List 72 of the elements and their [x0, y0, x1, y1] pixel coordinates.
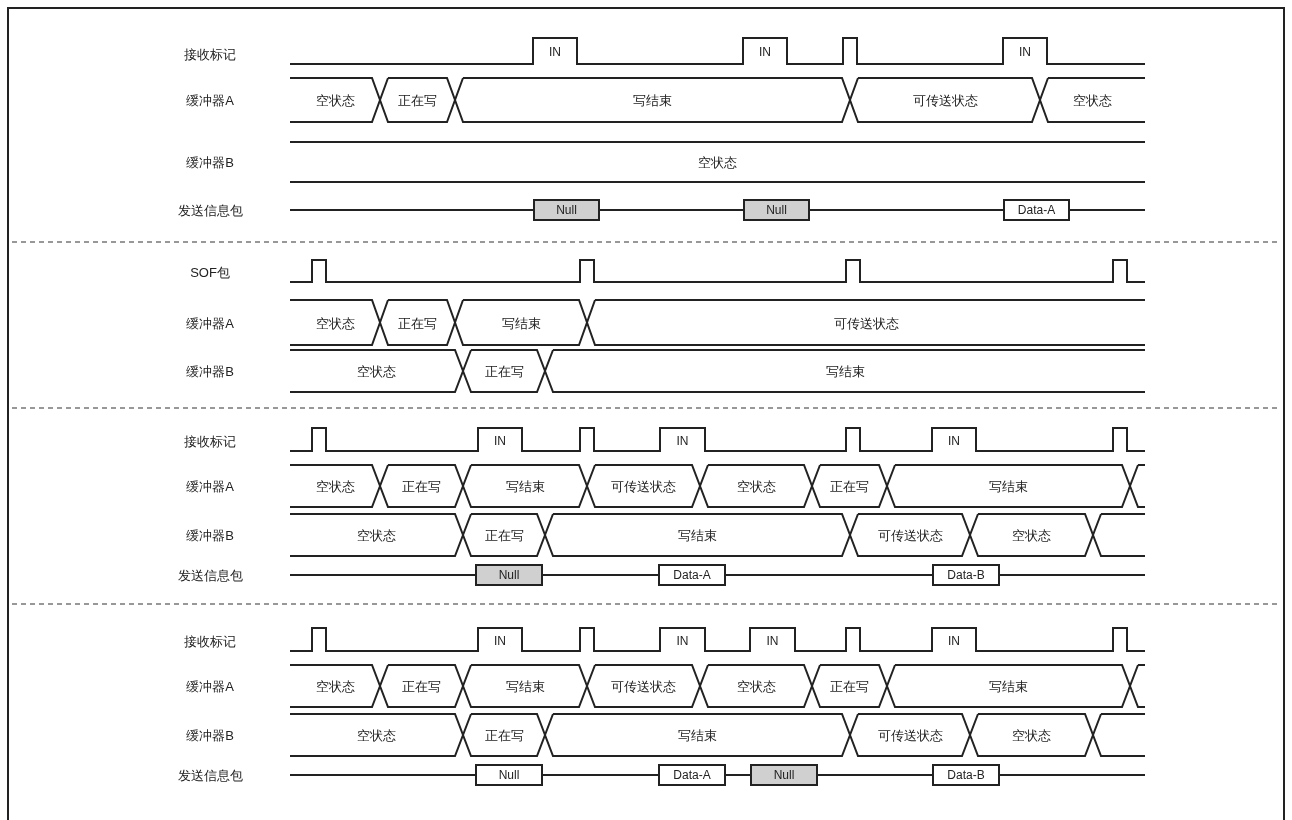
state-label: 写结束	[678, 728, 717, 742]
token-label: IN	[759, 46, 771, 58]
state-label: 写结束	[989, 679, 1028, 693]
state-label: 空状态	[315, 679, 355, 693]
state-label: 正在写	[484, 728, 524, 742]
signal-name: 发送信息包	[177, 203, 243, 217]
state-label: 正在写	[402, 679, 441, 693]
signal-name: 接收标记	[184, 634, 236, 648]
state-label: 写结束	[501, 316, 541, 329]
packet: Data-A	[1003, 199, 1070, 221]
state-label: 可传送状态	[611, 679, 676, 693]
packet: Null	[533, 199, 600, 221]
signal-name: 发送信息包	[177, 768, 243, 782]
state-label: 可传送状态	[877, 728, 943, 742]
packet: Data-B	[932, 564, 1000, 586]
signal-name: 缓冲器B	[186, 528, 234, 542]
token-label: IN	[766, 634, 779, 647]
packet: Data-A	[658, 564, 726, 586]
state-label: 写结束	[678, 528, 717, 542]
packet: Data-B	[932, 764, 1000, 786]
state-label: 正在写	[830, 479, 869, 493]
signal-name: 缓冲器A	[186, 93, 234, 107]
signal-name: 缓冲器B	[186, 155, 234, 169]
packet: Null	[475, 564, 543, 586]
state-label: 写结束	[633, 93, 672, 107]
token-label: IN	[948, 434, 960, 447]
state-label: 正在写	[484, 364, 524, 378]
token-label: IN	[494, 434, 506, 447]
signal-name: 接收标记	[184, 47, 236, 61]
signal-name: 缓冲器A	[186, 316, 234, 329]
signal-name: 接收标记	[184, 434, 236, 448]
signal-name: 发送信息包	[177, 568, 243, 582]
state-label: 可传送状态	[877, 528, 943, 542]
state-label: 空状态	[698, 155, 737, 169]
state-label: 空状态	[1012, 528, 1051, 542]
state-label: 可传送状态	[611, 479, 676, 493]
token-label: IN	[948, 634, 960, 647]
signal-name: 缓冲器B	[186, 728, 234, 742]
state-label: 空状态	[315, 479, 355, 493]
state-label: 正在写	[398, 316, 437, 329]
state-label: 空状态	[1012, 728, 1051, 742]
packet: Data-A	[658, 764, 726, 786]
state-label: 可传送状态	[912, 93, 978, 107]
state-label: 正在写	[402, 479, 441, 493]
token-label: IN	[676, 434, 689, 447]
packet: Null	[750, 764, 818, 786]
state-label: 空状态	[736, 679, 776, 693]
state-label: 写结束	[989, 479, 1028, 493]
state-label: 空状态	[736, 479, 776, 493]
token-label: IN	[549, 46, 561, 58]
state-label: 写结束	[505, 479, 545, 493]
token-label: IN	[676, 634, 689, 647]
state-label: 空状态	[1073, 93, 1112, 107]
token-label: IN	[494, 634, 506, 647]
state-label: 空状态	[315, 316, 355, 329]
state-label: 正在写	[830, 679, 869, 693]
signal-name: SOF包	[190, 265, 230, 279]
signal-name: 缓冲器A	[186, 479, 234, 493]
signal-name: 缓冲器A	[186, 679, 234, 693]
state-label: 空状态	[357, 728, 396, 742]
packet: Null	[475, 764, 543, 786]
packet: Null	[743, 199, 810, 221]
signal-name: 缓冲器B	[186, 364, 234, 378]
state-label: 空状态	[357, 528, 396, 542]
state-label: 正在写	[398, 93, 437, 107]
state-label: 正在写	[484, 528, 524, 542]
state-label: 写结束	[825, 364, 865, 378]
state-label: 写结束	[505, 679, 545, 693]
state-label: 空状态	[357, 364, 396, 378]
state-label: 可传送状态	[833, 316, 899, 329]
state-label: 空状态	[315, 93, 355, 107]
token-label: IN	[1019, 46, 1031, 58]
